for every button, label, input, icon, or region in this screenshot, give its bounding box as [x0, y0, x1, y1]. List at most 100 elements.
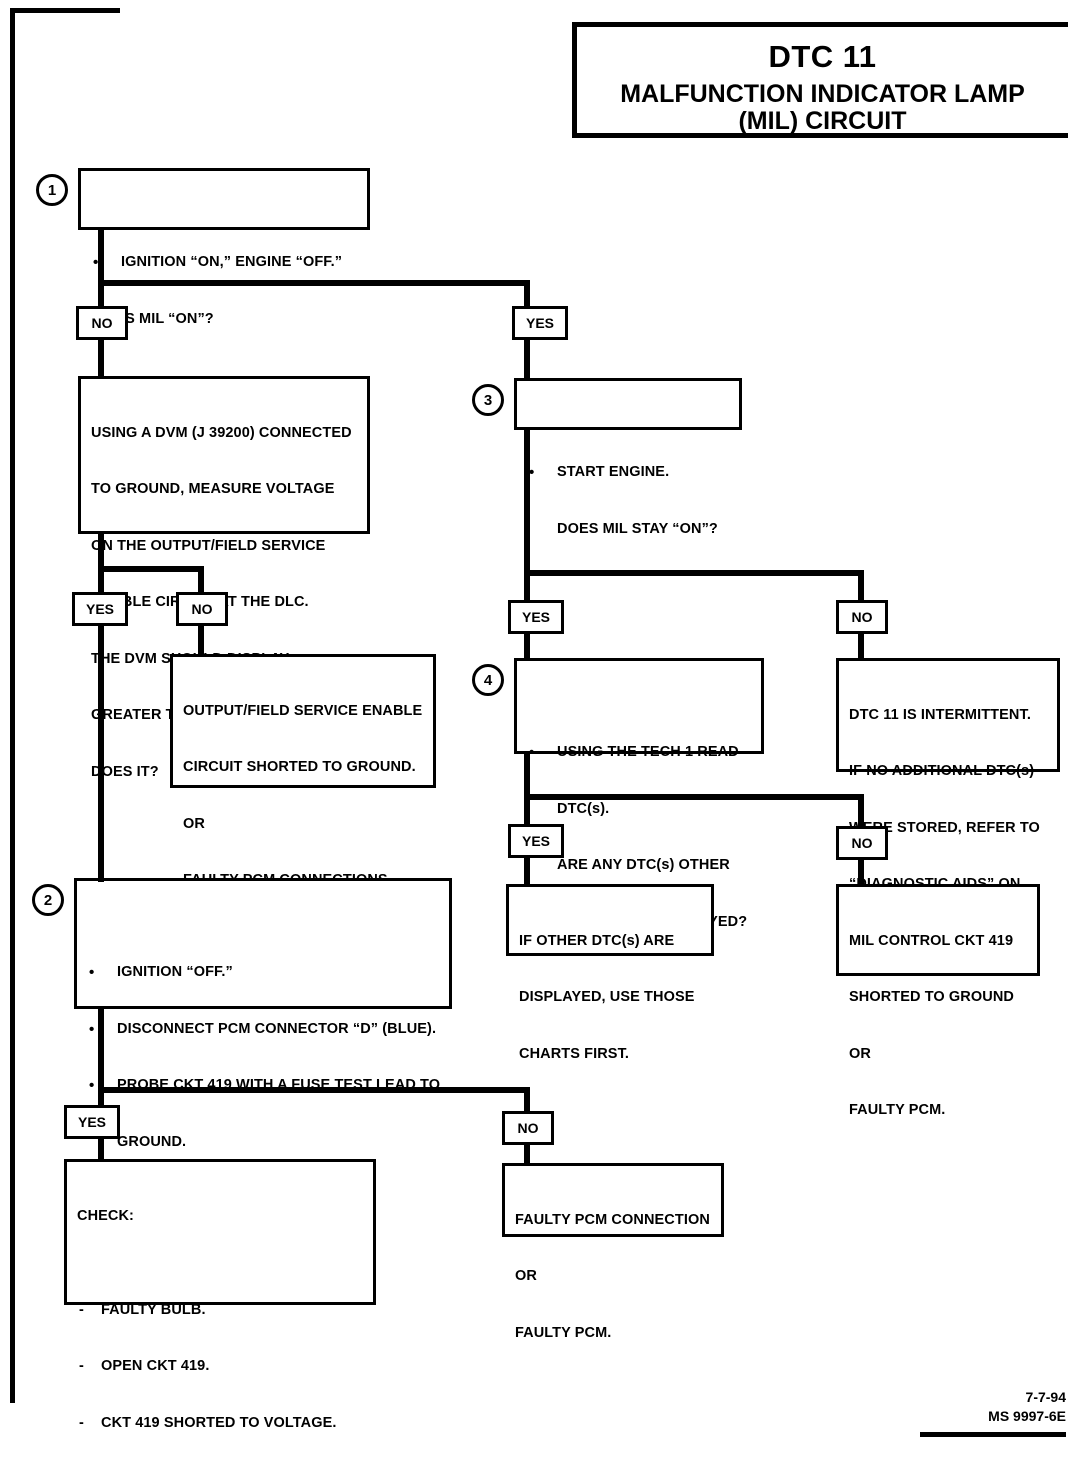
- connector-step4-down: [524, 754, 530, 798]
- dvm-line-1: USING A DVM (J 39200) CONNECTED: [91, 424, 352, 441]
- page-frame-top-rule: [10, 8, 120, 13]
- footer-block: 7-7-94 MS 9997-6E: [988, 1388, 1066, 1426]
- bullet-icon: •: [89, 1077, 95, 1095]
- list-item: • IGNITION “OFF.”: [87, 963, 441, 982]
- other-dtcs-line-3: CHARTS FIRST.: [519, 1045, 630, 1062]
- page-title: DTC 11: [768, 39, 877, 74]
- disconnect-pcm-connector-probe-box: • IGNITION “OFF.” • DISCONNECT PCM CONNECT…: [74, 878, 452, 1263]
- intermittent-line-1: DTC 11 IS INTERMITTENT.: [849, 706, 1031, 723]
- list-item-text: DISCONNECT PCM CONNECTOR “D” (BLUE).: [117, 1020, 437, 1037]
- connector-step3-no-to-result: [858, 634, 864, 658]
- list-item: • IGNITION “ON,” ENGINE “OFF.”: [91, 253, 359, 272]
- connector-step2-yes-stub: [98, 1087, 104, 1107]
- mil-ckt-line-2: SHORTED TO GROUND: [849, 989, 1014, 1006]
- list-item-text: IS MIL “ON”?: [121, 310, 214, 327]
- connector-step4-no-to-result: [858, 858, 864, 884]
- intermittent-line-2: IF NO ADDITIONAL DTC(s): [849, 763, 1035, 780]
- step-number-2: 2: [32, 884, 64, 916]
- connector-step3-no-stub: [858, 570, 864, 602]
- shorted-line-1: OUTPUT/FIELD SERVICE ENABLE: [183, 702, 423, 719]
- connector-step2-no-stub: [524, 1087, 530, 1113]
- list-item: GROUND.: [87, 1133, 441, 1152]
- connector-step1-down: [98, 228, 104, 280]
- connector-step3-yes-stub: [524, 570, 530, 602]
- connector-dvm-yes-stub: [98, 566, 104, 594]
- use-other-dtc-charts-box: IF OTHER DTC(s) ARE DISPLAYED, USE THOSE…: [506, 884, 714, 1062]
- list-item: IS MIL “ON”?: [91, 310, 359, 329]
- bullet-icon: •: [93, 254, 99, 272]
- list-item-text: OPEN CKT 419.: [101, 1358, 210, 1375]
- title-block: DTC 11 MALFUNCTION INDICATOR LAMP(MIL) C…: [572, 22, 1068, 138]
- connector-dvm-no-stub: [198, 566, 204, 594]
- step-number-1: 1: [36, 174, 68, 206]
- list-item-text: CKT 419 SHORTED TO VOLTAGE.: [101, 1414, 337, 1431]
- dash-icon: -: [79, 1414, 84, 1431]
- bullet-icon: •: [89, 964, 95, 982]
- connector-step4-yes-stub: [524, 794, 530, 826]
- list-item-text: DOES MIL STAY “ON”?: [557, 520, 718, 537]
- connector-step1-yes-stub: [524, 280, 530, 308]
- mil-control-ckt-419-shorted-box: MIL CONTROL CKT 419 SHORTED TO GROUND OR…: [836, 884, 1040, 1118]
- list-item-text: START ENGINE.: [557, 464, 670, 481]
- branch-label-no: NO: [176, 592, 228, 626]
- dvm-line-2: TO GROUND, MEASURE VOLTAGE: [91, 481, 335, 498]
- list-item-text: GROUND.: [117, 1133, 187, 1150]
- page-frame-left-rule: [10, 8, 15, 1403]
- output-field-service-enable-shorted-box: OUTPUT/FIELD SERVICE ENABLE CIRCUIT SHOR…: [170, 654, 436, 1001]
- branch-label-yes: YES: [64, 1105, 120, 1139]
- list-item-text: FAULTY BULB.: [101, 1301, 206, 1318]
- page-subtitle-line1: MALFUNCTION INDICATOR LAMP: [620, 80, 1025, 108]
- other-dtcs-line-2: DISPLAYED, USE THOSE: [519, 989, 695, 1006]
- list-item-text: USING THE TECH 1 READ: [557, 744, 739, 761]
- page-subtitle-line2: (MIL) CIRCUIT: [738, 106, 907, 135]
- dash-icon: -: [79, 1301, 84, 1318]
- branch-label-yes: YES: [512, 306, 568, 340]
- list-item-text: IGNITION “ON,” ENGINE “OFF.”: [121, 254, 343, 271]
- shorted-line-2: CIRCUIT SHORTED TO GROUND.: [183, 759, 416, 776]
- page-subtitle: MALFUNCTION INDICATOR LAMP(MIL) CIRCUIT: [577, 81, 1068, 134]
- list-item: •USING THE TECH 1 READ: [527, 743, 753, 762]
- footer-date: 7-7-94: [1025, 1389, 1066, 1405]
- footer-code: MS 9997-6E: [988, 1407, 1066, 1424]
- page-frame-bottom-rule: [920, 1432, 1066, 1437]
- branch-label-yes: YES: [508, 824, 564, 858]
- faulty-pcm-line-2: OR: [515, 1268, 537, 1285]
- list-item: ARE ANY DTC(s) OTHER: [527, 856, 753, 875]
- connector-step4-no-stub: [858, 794, 864, 826]
- list-item-text: ARE ANY DTC(s) OTHER: [557, 857, 730, 874]
- step1-list: • IGNITION “ON,” ENGINE “OFF.” IS MIL “ON…: [91, 216, 359, 367]
- faulty-pcm-connection-box: FAULTY PCM CONNECTION OR FAULTY PCM.: [502, 1163, 724, 1341]
- branch-label-yes: YES: [508, 600, 564, 634]
- mil-ckt-line-4: FAULTY PCM.: [849, 1102, 946, 1119]
- ignition-on-engine-off-check-box: • IGNITION “ON,” ENGINE “OFF.” IS MIL “ON…: [78, 168, 370, 327]
- shorted-line-3: OR: [183, 815, 205, 832]
- other-dtcs-line-1: IF OTHER DTC(s) ARE: [519, 932, 675, 949]
- connector-dvm-no-to-result: [198, 626, 204, 654]
- check-bulb-and-circuit-box: CHECK: -FAULTY BULB. -OPEN CKT 419. -CKT…: [64, 1159, 376, 1472]
- connector-step3-split: [524, 570, 864, 576]
- faulty-pcm-line-1: FAULTY PCM CONNECTION: [515, 1211, 710, 1228]
- bullet-icon: •: [529, 464, 535, 482]
- branch-label-no: NO: [502, 1111, 554, 1145]
- dtc-11-intermittent-box: DTC 11 IS INTERMITTENT. IF NO ADDITIONAL…: [836, 658, 1060, 949]
- list-item: -CKT 419 SHORTED TO VOLTAGE.: [77, 1414, 365, 1433]
- connector-no-to-dvm: [98, 340, 104, 378]
- connector-dvm-split: [98, 566, 204, 572]
- start-engine-mil-stay-on-box: • START ENGINE. DOES MIL STAY “ON”?: [514, 378, 742, 537]
- connector-step2-down: [98, 1009, 104, 1093]
- list-item-text: IGNITION “OFF.”: [117, 964, 233, 981]
- list-item: -FAULTY BULB.: [77, 1301, 365, 1320]
- branch-label-no: NO: [76, 306, 128, 340]
- check-list: -FAULTY BULB. -OPEN CKT 419. -CKT 419 SH…: [77, 1263, 365, 1472]
- branch-label-no: NO: [836, 826, 888, 860]
- dvm-voltage-measurement-box: USING A DVM (J 39200) CONNECTED TO GROUN…: [78, 376, 370, 780]
- check-header: CHECK:: [77, 1207, 134, 1224]
- step3-list: • START ENGINE. DOES MIL STAY “ON”?: [527, 426, 731, 577]
- mil-ckt-line-1: MIL CONTROL CKT 419: [849, 932, 1014, 949]
- connector-step2-split: [98, 1087, 530, 1093]
- connector-step4-yes-to-result: [524, 858, 530, 884]
- connector-dvm-yes-to-step2: [98, 626, 104, 882]
- list-item: DOES MIL STAY “ON”?: [527, 520, 731, 539]
- dvm-line-3: ON THE OUTPUT/FIELD SERVICE: [91, 537, 326, 554]
